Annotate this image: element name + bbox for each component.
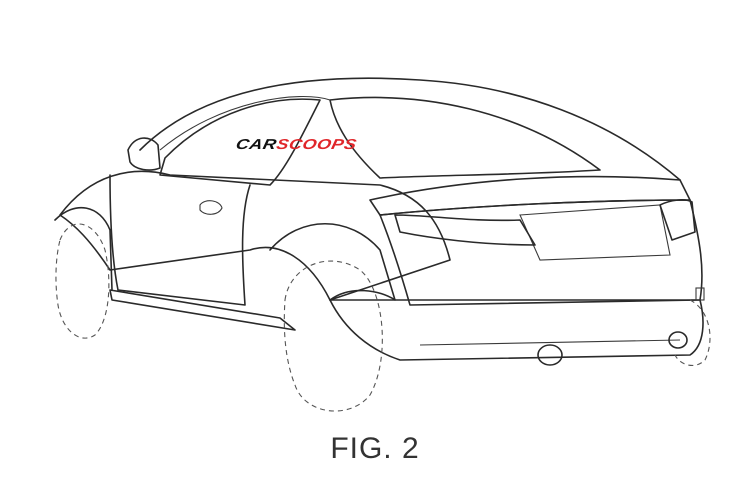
exhaust-left [537,344,563,366]
figure-caption: FIG. 2 [330,432,420,465]
license-plate-recess [519,204,671,261]
front-wheel-arch [54,206,113,291]
watermark-part1: CAR [234,136,279,153]
body-side [59,170,451,301]
door-outline [109,174,251,306]
rocker-panel [109,289,296,331]
exhaust-right [668,331,688,349]
trunk-lid [379,199,703,306]
rear-window [329,96,601,179]
rear-wheel [283,260,383,412]
rear-deck [369,175,691,216]
far-rear-wheel [674,299,711,366]
rear-bumper [329,299,704,361]
taillight-left [394,214,536,246]
door-handle [199,200,223,215]
front-wheel [55,223,110,339]
carscoops-watermark: CARSCOOPS [234,136,358,153]
side-window [159,98,321,186]
taillight-right [659,199,696,241]
roofline [139,77,681,181]
side-mirror [127,137,161,171]
watermark-part2: SCOOPS [274,136,359,153]
rear-wheel-arch [269,222,396,301]
diffuser [419,339,681,346]
reflector [695,287,705,301]
